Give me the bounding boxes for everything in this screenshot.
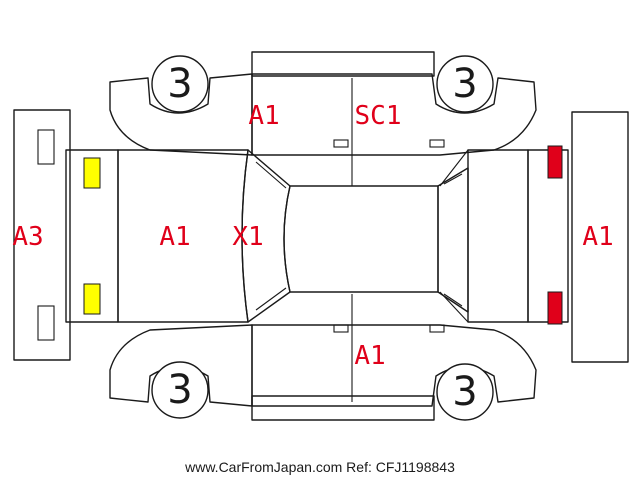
front-right-light <box>83 283 101 315</box>
tire-front-left: 3 <box>151 55 209 113</box>
rear-bumper <box>571 111 629 363</box>
tire-front-left-grade: 3 <box>167 61 192 107</box>
front-bumper <box>13 109 71 361</box>
rear-right-light <box>547 291 563 325</box>
tire-front-right: 3 <box>151 361 209 419</box>
rear-left-light <box>547 145 563 179</box>
footer-reference: www.CarFromJapan.com Ref: CFJ1198843 <box>184 459 455 475</box>
damage-hood: A1 <box>159 222 190 252</box>
tire-rear-right-grade: 3 <box>452 369 477 415</box>
damage-windshield: X1 <box>232 222 263 252</box>
damage-front-bumper: A3 <box>12 222 43 252</box>
front-left-light <box>83 157 101 189</box>
damage-left-rear-door: SC1 <box>355 101 402 131</box>
tire-rear-right: 3 <box>436 363 494 421</box>
damage-rear-bumper: A1 <box>582 222 613 252</box>
tire-rear-left-grade: 3 <box>452 61 477 107</box>
damage-right-rear-door: A1 <box>354 341 385 371</box>
tire-front-right-grade: 3 <box>167 367 192 413</box>
damage-left-front-door: A1 <box>248 101 279 131</box>
left-side-body <box>109 51 537 186</box>
tire-rear-left: 3 <box>436 55 494 113</box>
car-top-view <box>65 149 569 323</box>
